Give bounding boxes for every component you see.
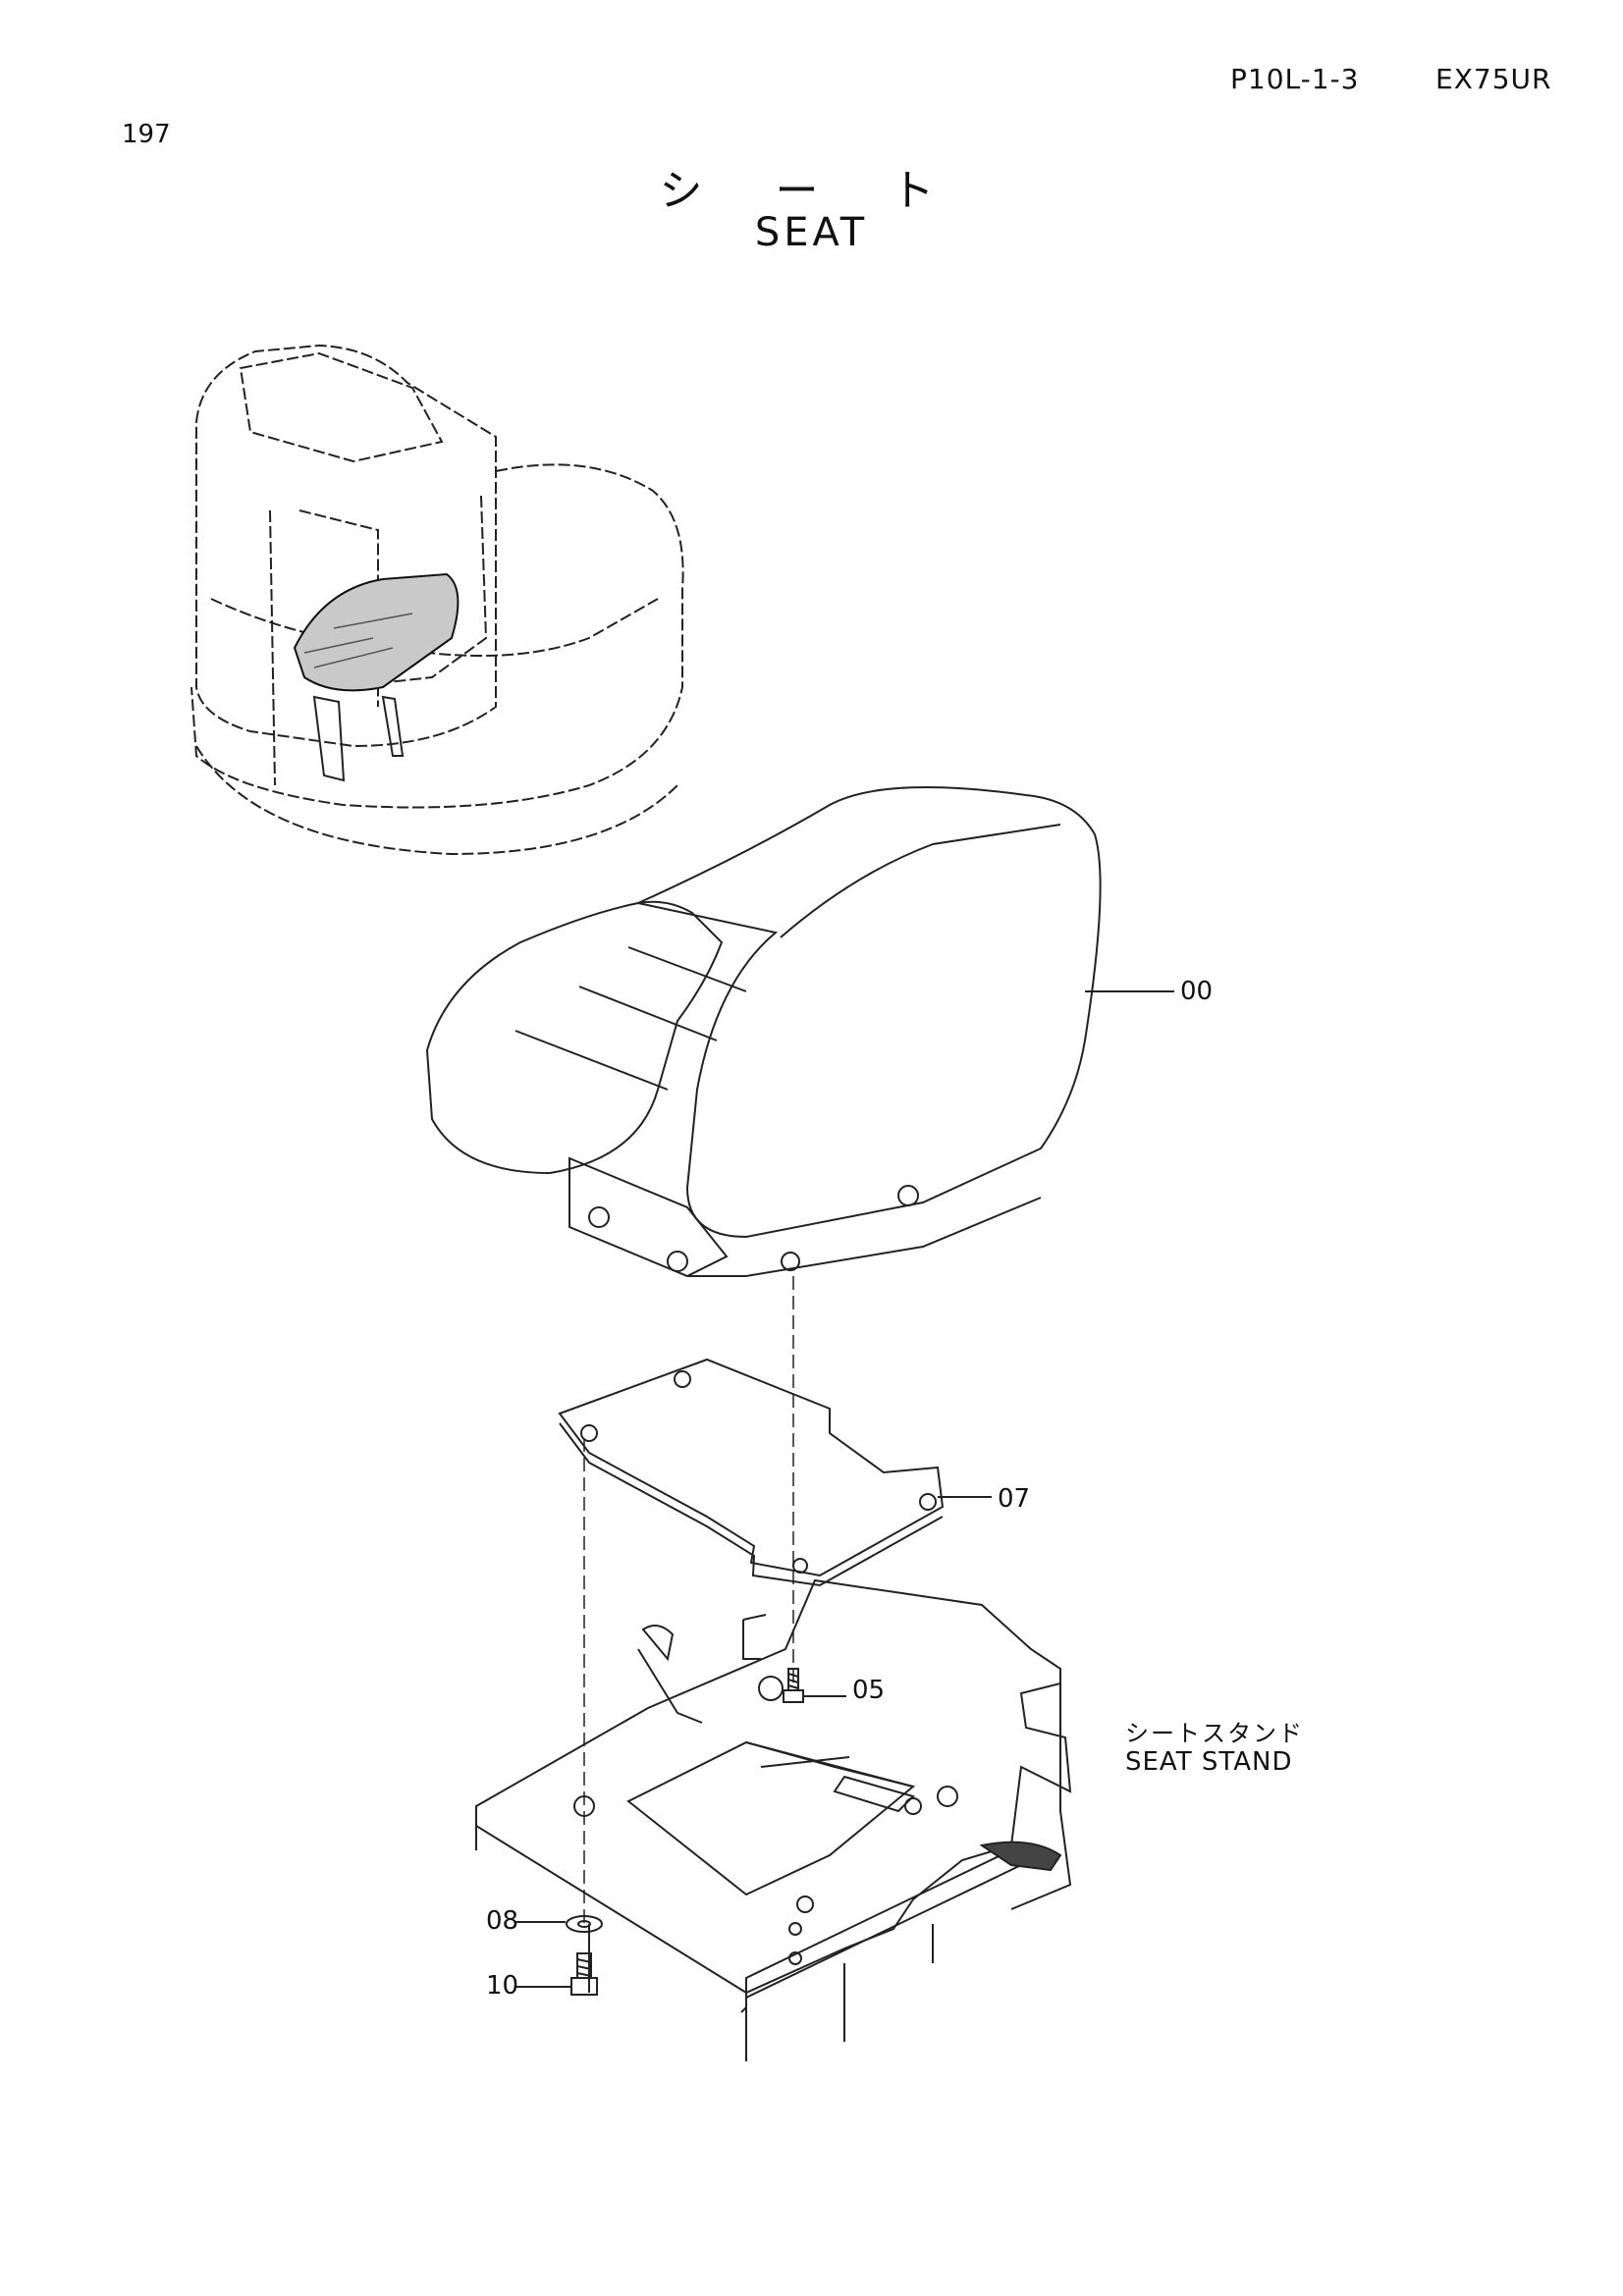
alignment-lines xyxy=(583,1276,794,1924)
seat-stand-label-english: SEAT STAND xyxy=(1125,1747,1293,1777)
title-japanese: シ ー ト xyxy=(659,166,964,216)
callout-07: 07 xyxy=(998,1484,1031,1514)
model-name: EX75UR xyxy=(1435,63,1552,95)
bolt-10 xyxy=(570,1952,598,1996)
callout-00: 00 xyxy=(1180,977,1214,1006)
bolt-05 xyxy=(783,1668,804,1703)
callout-10: 10 xyxy=(486,1971,519,2001)
seat-stand xyxy=(475,1578,1072,2061)
drawing-code: P10L-1-3 xyxy=(1230,63,1360,95)
seat-assembly xyxy=(425,786,1102,1278)
callout-05: 05 xyxy=(852,1676,886,1705)
mounting-plate xyxy=(558,1358,945,1587)
title-english: SEAT xyxy=(754,210,869,255)
page-number: 197 xyxy=(122,120,171,149)
overview-seat-highlight xyxy=(293,572,460,782)
seat-stand-label-japanese: シートスタンド xyxy=(1125,1720,1304,1747)
callout-08: 08 xyxy=(486,1906,519,1936)
washer-08 xyxy=(566,1915,603,1933)
